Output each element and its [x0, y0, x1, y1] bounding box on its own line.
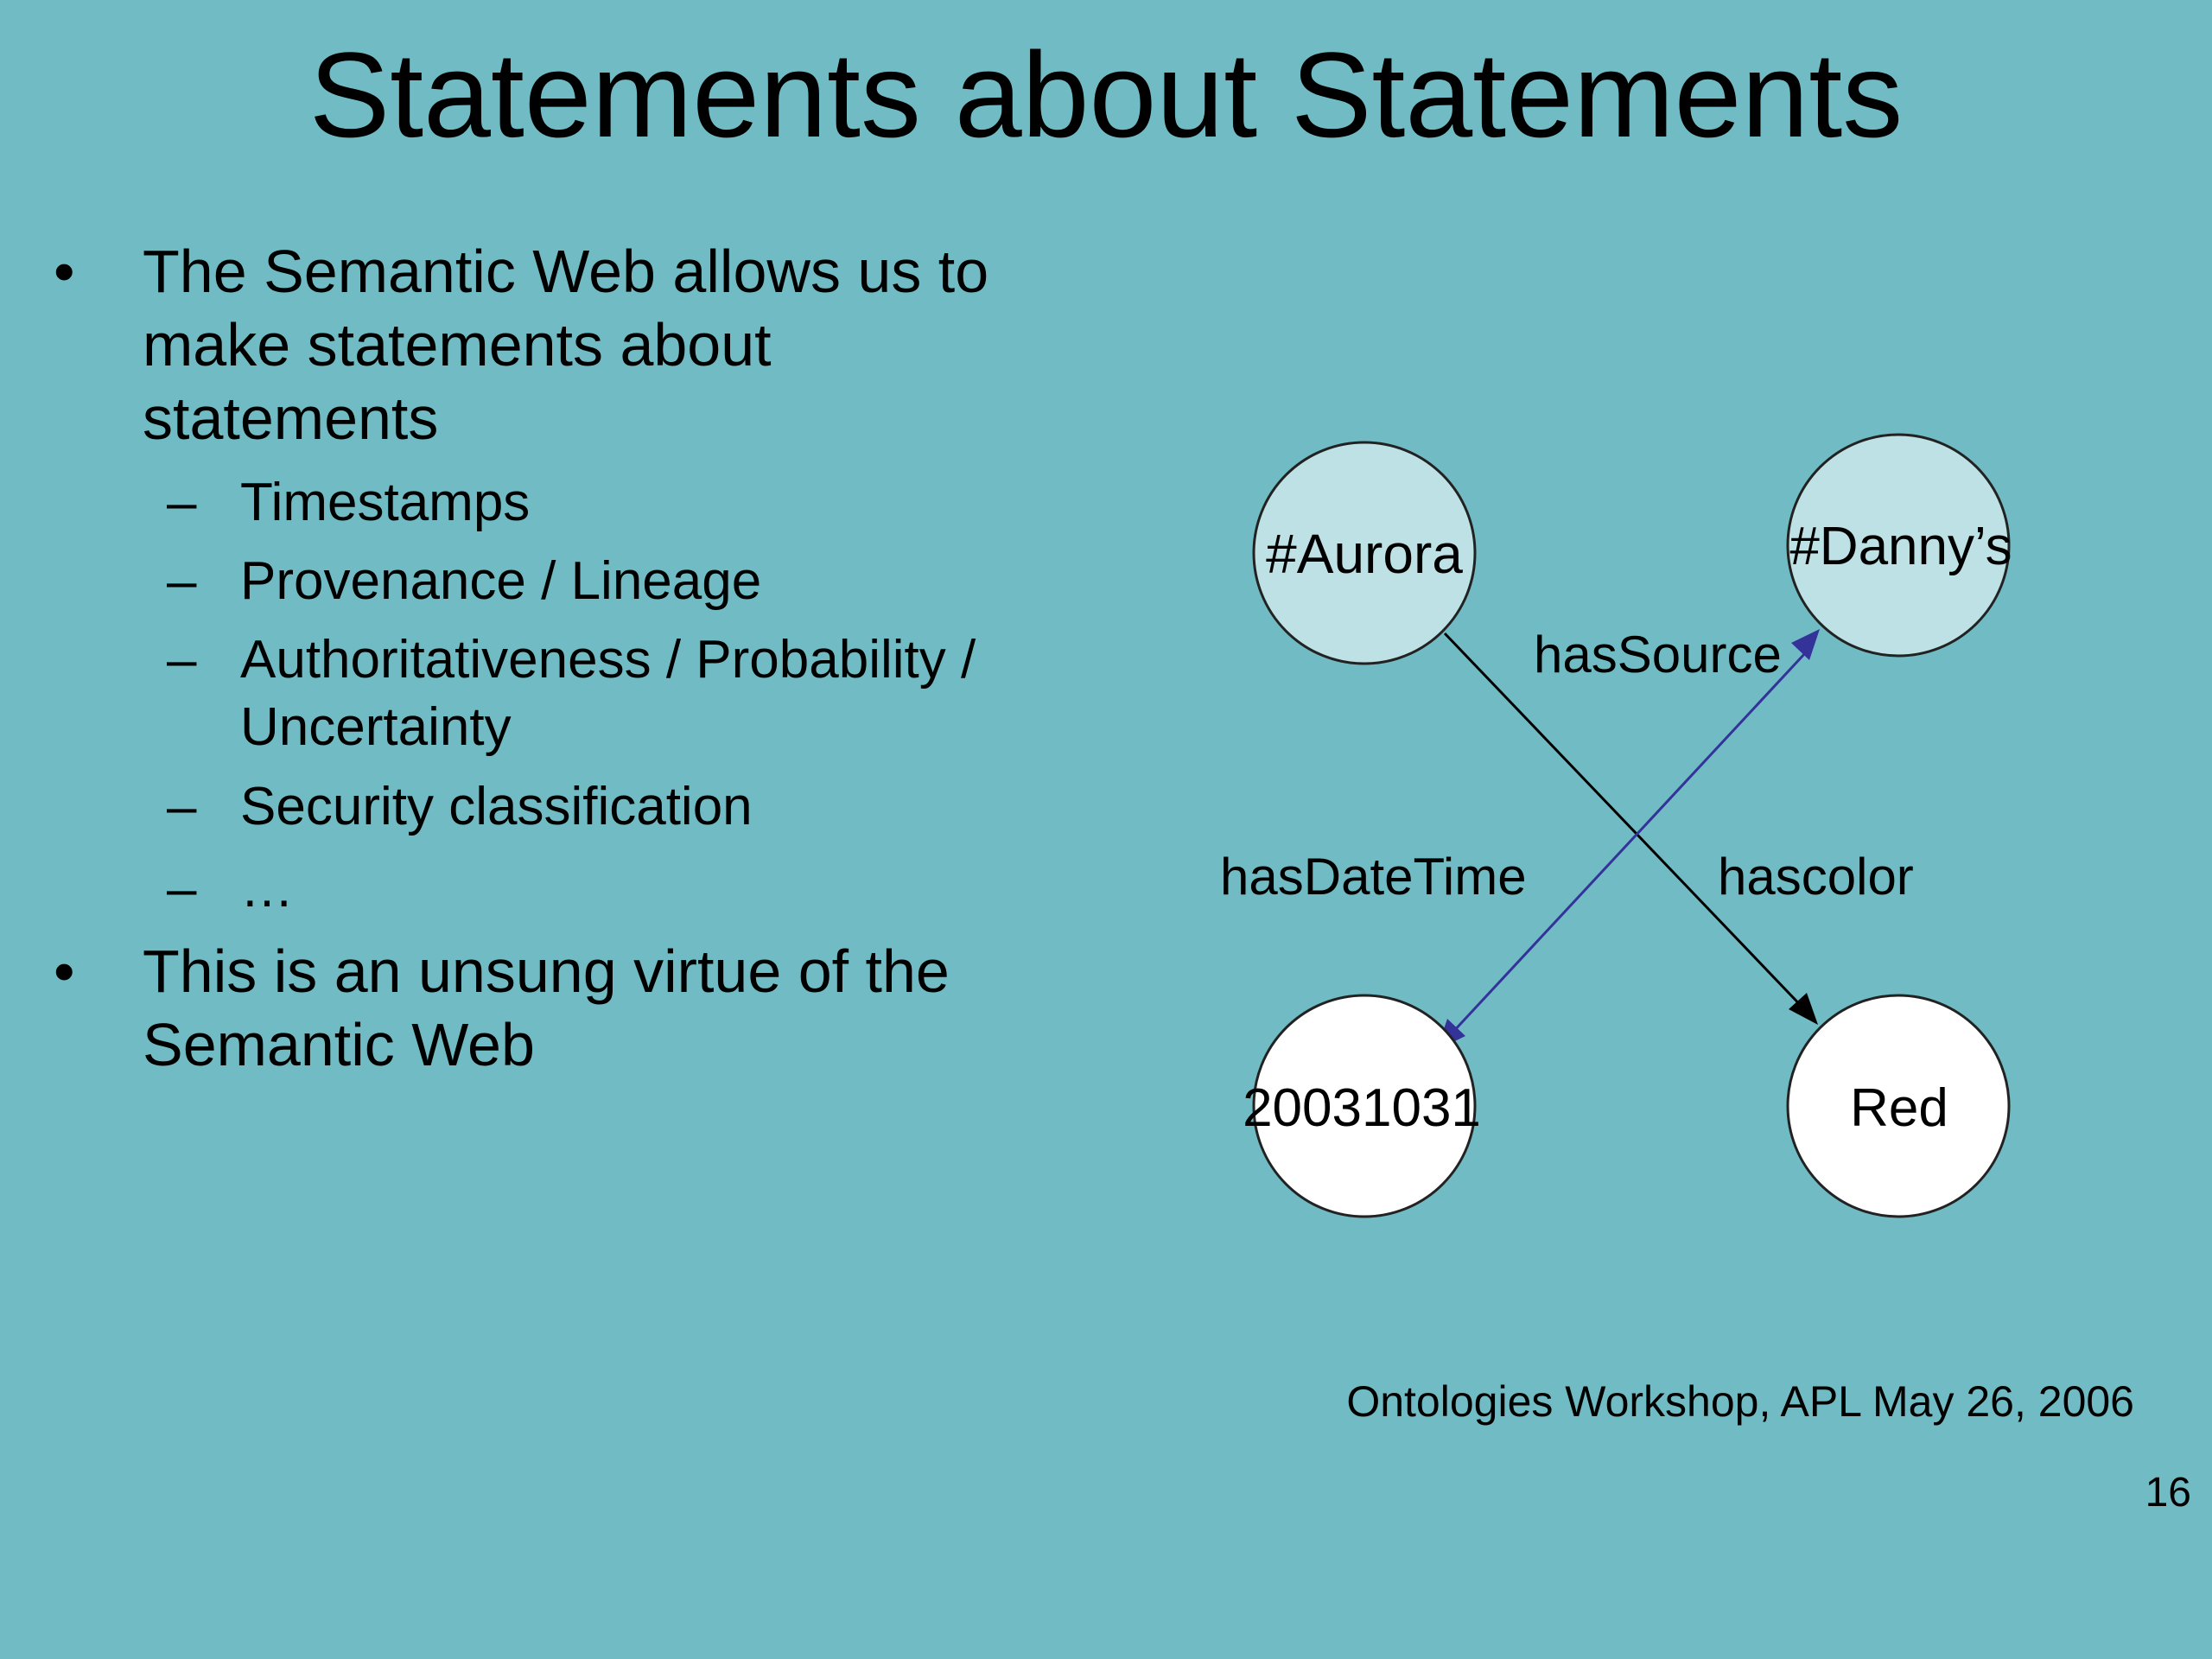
- hascolor-arrow-line: [1443, 632, 1809, 1014]
- node-date-circle: [1252, 994, 1477, 1218]
- node-date-label: 20031031: [1243, 1078, 1481, 1138]
- node-dannys-circle: [1786, 433, 2011, 658]
- bullet-line: The Semantic Web allows us to: [143, 238, 989, 305]
- edge-label-hasSource: hasSource: [1534, 626, 1782, 683]
- node-red-label: Red: [1850, 1078, 1948, 1138]
- node-red-circle: [1786, 994, 2011, 1218]
- node-red: Red: [1786, 994, 2011, 1218]
- edge-hascolor: [1443, 632, 1818, 1025]
- sub-bullet-text: Uncertainty: [240, 697, 512, 757]
- node-aurora-circle: [1252, 441, 1477, 665]
- edge-label-hascolor: hascolor: [1718, 848, 1914, 906]
- sub-bullet-text: Provenance / Lineage: [240, 551, 762, 611]
- sub-bullet-marker: –: [167, 859, 197, 918]
- bullet-marker: •: [54, 238, 75, 305]
- bullet-line: statements: [143, 385, 439, 452]
- bullet-list: • The Semantic Web allows us to make sta…: [0, 0, 1123, 1123]
- page-number: 16: [2145, 1470, 2191, 1516]
- node-dannys: #Danny’s: [1786, 433, 2012, 658]
- bullet-line: make statements about: [143, 311, 772, 378]
- sub-bullet-text: Timestamps: [240, 473, 531, 532]
- slide-title: Statements about Statements: [308, 27, 1904, 162]
- node-dannys-label: #Danny’s: [1789, 517, 2012, 576]
- bullet-line: This is an unsung virtue of the: [143, 938, 950, 1005]
- sub-bullet-text: Authoritativeness / Probability /: [240, 630, 976, 690]
- node-date: 20031031: [1243, 994, 1481, 1218]
- edge-label-hasDateTime: hasDateTime: [1220, 848, 1527, 906]
- sub-bullet-text: …: [240, 859, 294, 918]
- sub-bullet-marker: –: [167, 630, 197, 690]
- sub-bullet-marker: –: [167, 777, 197, 836]
- blue-arrow-line: [1450, 651, 1808, 1035]
- bullet-line: Semantic Web: [143, 1011, 535, 1078]
- hascolor-arrowhead: [1789, 993, 1818, 1025]
- slide-footer: Ontologies Workshop, APL May 26, 2006: [1346, 1377, 2134, 1426]
- node-aurora: #Aurora: [1252, 441, 1477, 665]
- edge-blue-bidirectional: [1437, 629, 1820, 1050]
- hasSource-arrowhead: [1791, 629, 1820, 660]
- node-aurora-label: #Aurora: [1266, 523, 1463, 585]
- bullet-marker: •: [54, 938, 75, 1005]
- sub-bullet-text: Security classification: [240, 777, 753, 836]
- sub-bullet-marker: –: [167, 551, 197, 611]
- sub-bullet-marker: –: [167, 473, 197, 532]
